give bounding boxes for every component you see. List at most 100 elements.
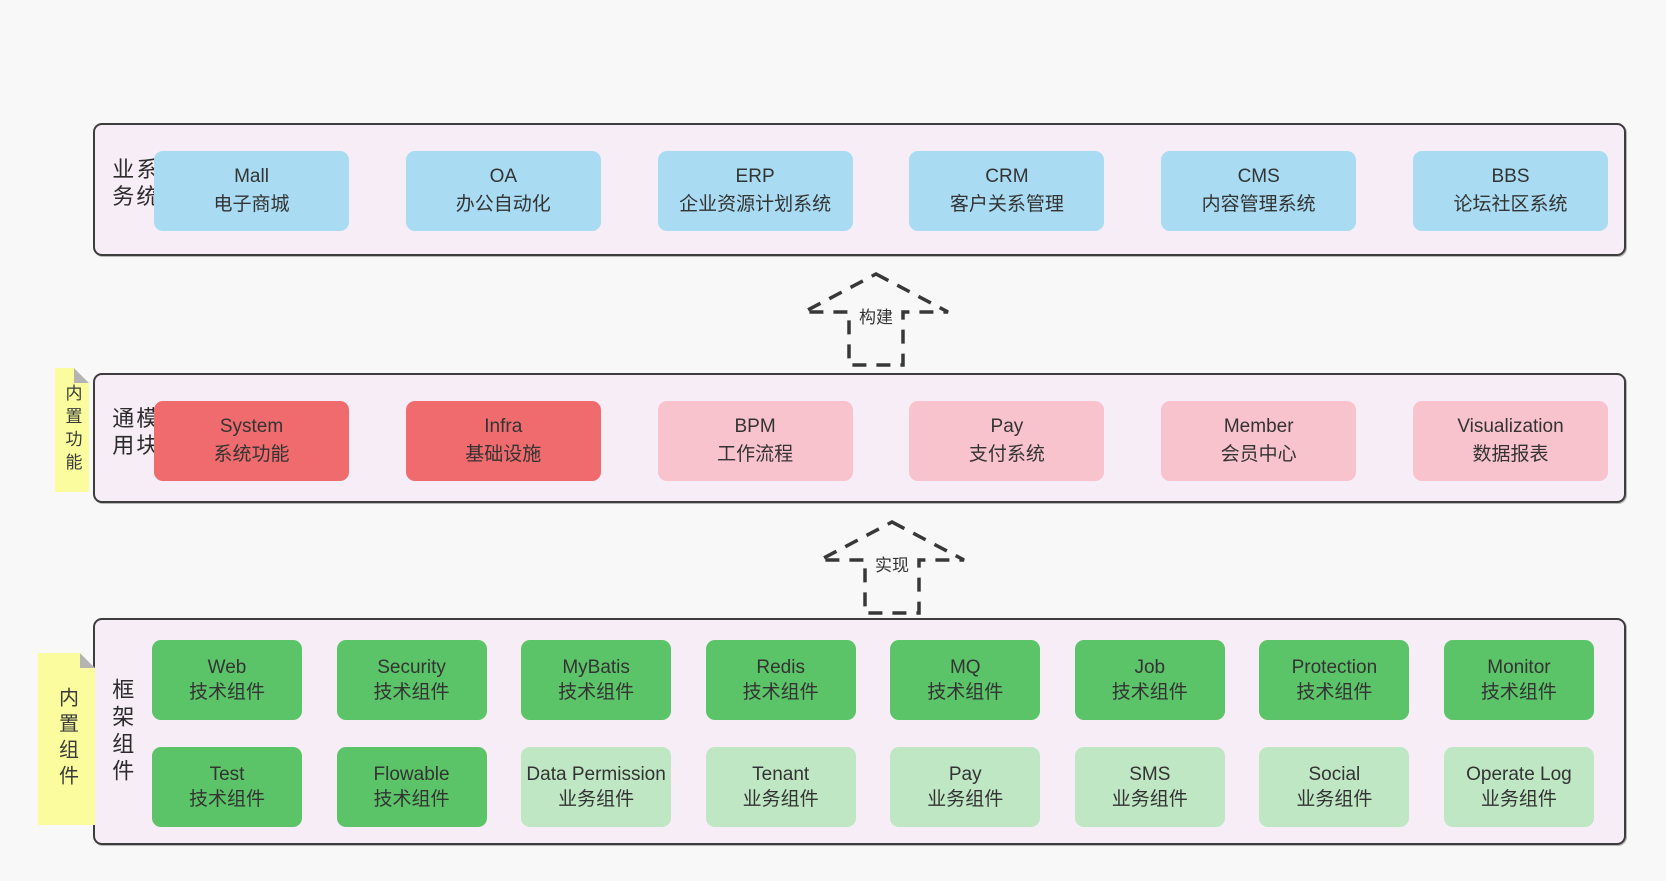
box-desc: 内容管理系统 [1201,194,1316,215]
box-desc: 技术组件 [188,789,265,810]
business-box-row: Mall 电子商城 OA 办公自动化 ERP 企业资源计划系统 CRM 客户关系… [154,151,1608,231]
box-desc: 论坛社区系统 [1453,194,1568,215]
box-name: BPM [734,416,776,437]
box-desc: 办公自动化 [455,194,551,215]
box-name: CRM [985,166,1029,187]
box-mall: Mall 电子商城 [154,151,349,231]
sticky-note-builtin-components: 内置组件 [38,653,95,825]
box-desc: 技术组件 [558,682,635,703]
box-name: Pay [948,764,982,785]
box-mybatis: MyBatis 技术组件 [521,640,672,720]
box-security: Security 技术组件 [336,640,487,720]
box-desc: 技术组件 [1296,682,1373,703]
box-web: Web 技术组件 [152,640,302,720]
box-test: Test 技术组件 [152,747,302,827]
box-desc: 业务组件 [558,789,635,810]
box-name: Tenant [752,764,810,785]
box-desc: 技术组件 [1480,682,1557,703]
dashed-up-arrow-icon [819,520,965,615]
box-desc: 数据报表 [1472,444,1549,465]
box-flowable: Flowable 技术组件 [336,747,487,827]
box-job: Job 技术组件 [1074,640,1225,720]
implement-arrow-label: 实现 [871,551,913,576]
box-desc: 企业资源计划系统 [679,194,832,215]
box-redis: Redis 技术组件 [705,640,856,720]
box-name: SMS [1129,764,1171,785]
box-monitor: Monitor 技术组件 [1443,640,1594,720]
box-crm: CRM 客户关系管理 [909,151,1105,231]
box-data-permission: Data Permission 业务组件 [521,747,672,827]
implement-arrow: 实现 [816,518,968,618]
box-name: Flowable [373,764,450,785]
box-name: Infra [484,416,523,437]
band-label-components: 框架组件 [109,677,135,786]
box-bbs: BBS 论坛社区系统 [1412,151,1608,231]
box-name: ERP [735,166,775,187]
box-name: Test [209,764,245,785]
band-label-business: 业务系统 [109,157,159,212]
box-member: Member 会员中心 [1161,401,1357,481]
box-visualization: Visualization 数据报表 [1412,401,1608,481]
box-infra: Infra 基础设施 [405,401,601,481]
box-name: Visualization [1457,416,1564,437]
box-name: Pay [990,416,1024,437]
box-name: Security [377,657,446,678]
box-erp: ERP 企业资源计划系统 [657,151,853,231]
box-name: Web [207,657,247,678]
box-desc: 系统功能 [213,444,290,465]
box-bpm: BPM 工作流程 [657,401,853,481]
box-desc: 客户关系管理 [949,194,1064,215]
build-arrow: 构建 [800,270,952,370]
box-desc: 工作流程 [717,444,794,465]
box-name: Monitor [1487,657,1551,678]
box-oa: OA 办公自动化 [405,151,601,231]
box-pay-system: Pay 支付系统 [909,401,1105,481]
box-cms: CMS 内容管理系统 [1161,151,1357,231]
folded-corner-icon [74,368,89,383]
box-name: Social [1308,764,1361,785]
business-systems-band: 业务系统 Mall 电子商城 OA 办公自动化 ERP 企业资源计划系统 CRM… [93,123,1626,256]
sticky-note-builtin-functions: 内置功能 [55,368,89,492]
dashed-up-arrow-icon [803,272,949,367]
box-protection: Protection 技术组件 [1259,640,1410,720]
box-desc: 业务组件 [1480,789,1557,810]
box-desc: 基础设施 [465,444,542,465]
box-desc: 业务组件 [742,789,819,810]
box-desc: 业务组件 [1296,789,1373,810]
box-name: Member [1223,416,1294,437]
box-name: CMS [1237,166,1280,187]
box-desc: 技术组件 [373,682,450,703]
box-desc: 支付系统 [968,444,1045,465]
components-box-row-2: Test 技术组件 Flowable 技术组件 Data Permission … [152,747,1594,827]
modules-box-row: System 系统功能 Infra 基础设施 BPM 工作流程 Pay 支付系统… [154,401,1608,481]
box-desc: 业务组件 [927,789,1004,810]
box-desc: 电子商城 [213,194,290,215]
box-name: Job [1134,657,1166,678]
box-sms: SMS 业务组件 [1074,747,1225,827]
band-label-modules: 通用模块 [109,406,159,461]
box-name: Data Permission [526,764,666,785]
box-name: Operate Log [1466,764,1572,785]
box-name: MQ [949,657,981,678]
box-name: Redis [756,657,805,678]
box-name: MyBatis [562,657,630,678]
sticky-label: 内置功能 [62,384,82,476]
box-social: Social 业务组件 [1259,747,1410,827]
box-desc: 技术组件 [373,789,450,810]
box-name: OA [489,166,518,187]
build-arrow-label: 构建 [855,303,897,328]
box-operate-log: Operate Log 业务组件 [1443,747,1594,827]
box-system: System 系统功能 [154,401,349,481]
box-desc: 会员中心 [1220,444,1297,465]
box-name: Mall [234,166,269,187]
box-desc: 技术组件 [1111,682,1188,703]
framework-components-band: 框架组件 Web 技术组件 Security 技术组件 MyBatis 技术组件… [93,618,1626,845]
box-desc: 技术组件 [927,682,1004,703]
box-desc: 业务组件 [1111,789,1188,810]
components-box-row-1: Web 技术组件 Security 技术组件 MyBatis 技术组件 Redi… [152,640,1594,720]
box-desc: 技术组件 [742,682,819,703]
common-modules-band: 通用模块 System 系统功能 Infra 基础设施 BPM 工作流程 Pay… [93,373,1626,503]
box-tenant: Tenant 业务组件 [705,747,856,827]
box-name: BBS [1491,166,1530,187]
box-name: System [219,416,284,437]
